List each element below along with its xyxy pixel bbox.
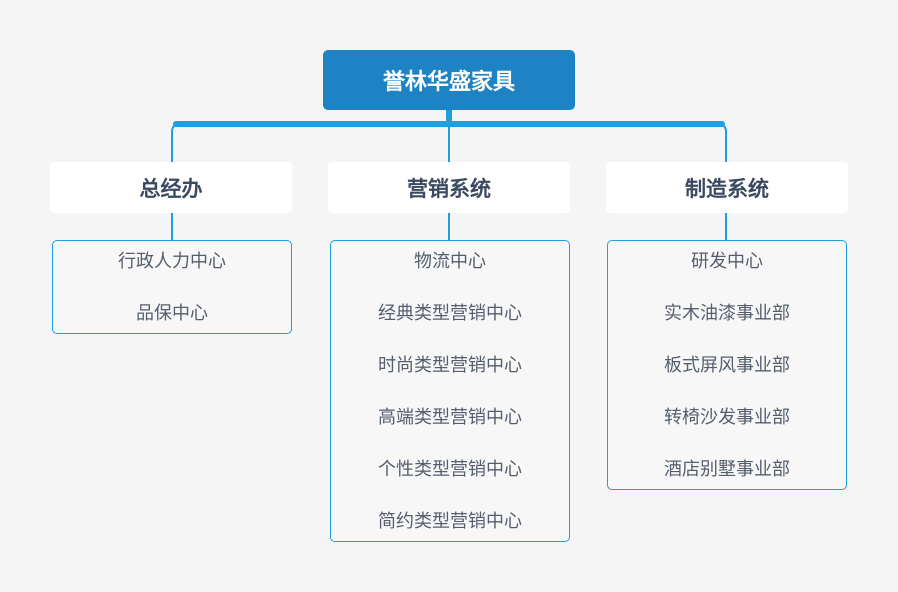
dept-list-manufacturing: 研发中心 实木油漆事业部 板式屏风事业部 转椅沙发事业部 酒店别墅事业部 [607,240,847,490]
dept-header-general-office: 总经办 [50,162,292,213]
dept-list-marketing: 物流中心 经典类型营销中心 时尚类型营销中心 高端类型营销中心 个性类型营销中心… [330,240,570,542]
dept-header-marketing: 营销系统 [328,162,570,213]
dept-item: 实木油漆事业部 [664,303,790,324]
dept-item: 时尚类型营销中心 [378,355,522,376]
dept-header-label: 营销系统 [407,176,491,201]
dept-item: 个性类型营销中心 [378,459,522,480]
dept-item: 经典类型营销中心 [378,303,522,324]
connector-trunk [173,107,725,127]
dept-item: 板式屏风事业部 [664,355,790,376]
dept-header-label: 总经办 [139,176,203,201]
dept-item: 高端类型营销中心 [378,407,522,428]
dept-item: 研发中心 [691,251,763,272]
dept-list-general-office: 行政人力中心 品保中心 [52,240,292,334]
dept-item: 简约类型营销中心 [378,511,522,532]
dept-item: 酒店别墅事业部 [664,459,790,480]
dept-item: 物流中心 [414,251,486,272]
root-node: 誉林华盛家具 [323,50,575,110]
dept-item: 转椅沙发事业部 [664,407,790,428]
dept-item: 行政人力中心 [118,251,226,272]
dept-header-manufacturing: 制造系统 [606,162,848,213]
dept-item: 品保中心 [136,303,208,324]
root-node-label: 誉林华盛家具 [382,70,515,95]
dept-header-label: 制造系统 [685,176,769,201]
